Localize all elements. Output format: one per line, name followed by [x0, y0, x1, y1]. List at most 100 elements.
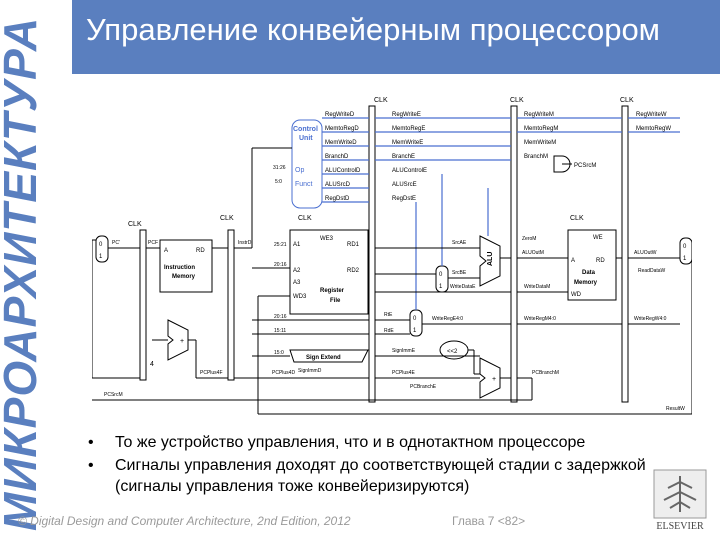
signimm-e-label: SignImmE: [392, 348, 416, 354]
mux-1: 1: [683, 256, 687, 262]
mux-1: 1: [99, 254, 103, 260]
bits-label: 20:16: [274, 314, 287, 320]
control-unit-title: Control: [293, 126, 318, 133]
writereg-m-label: WriteRegM4:0: [524, 316, 556, 322]
bullet-item: •То же устройство управления, что и в од…: [88, 434, 586, 451]
aluout-m-label: ALUOutM: [522, 250, 544, 256]
pcplus4d-label: PCPlus4D: [272, 370, 295, 376]
pc-mux: [95, 235, 109, 263]
funct-bits: 5:0: [275, 179, 282, 185]
alusrc-d: ALUSrcD: [325, 182, 351, 188]
rde-label: RdE: [384, 328, 394, 334]
instr-d-label: InstrD: [238, 240, 252, 246]
data-memory: [567, 229, 617, 301]
rf-name: Register: [320, 288, 345, 294]
regwrite-d: RegWriteD: [325, 112, 355, 118]
alu-label: ALU: [487, 252, 494, 266]
pcbranch-m-label: PCBranchM: [532, 370, 559, 376]
memtoreg-m: MemtoRegM: [524, 126, 558, 132]
clk-label: CLK: [374, 97, 388, 104]
pc-prime-label: PC': [112, 240, 120, 246]
readdata-label: ReadDataW: [638, 268, 666, 274]
sign-extend-label: Sign Extend: [306, 355, 341, 361]
adder-plus: +: [492, 376, 496, 383]
pcsrc-m-label: PCSrcM: [104, 392, 123, 398]
register-file: [289, 229, 369, 315]
writereg-w-label: WriteRegW4:0: [634, 316, 667, 322]
rf-we3: WE3: [320, 236, 334, 242]
memtoreg-d: MemtoRegD: [325, 126, 359, 132]
clk-label: CLK: [570, 215, 584, 222]
imem-rd: RD: [196, 248, 205, 254]
bits-label: 20:16: [274, 262, 287, 268]
pcplus4f-label: PCPlus4F: [200, 370, 223, 376]
four-label: 4: [150, 361, 154, 368]
branch-e: BranchE: [392, 154, 415, 160]
pcsrc-label: PCSrcM: [574, 163, 596, 169]
clk-label: CLK: [510, 97, 524, 104]
branch-adder: [479, 357, 501, 399]
result-mux: [679, 237, 692, 265]
memtoreg-e: MemtoRegE: [392, 126, 425, 132]
srca-label: SrcAE: [452, 240, 467, 246]
pipeline-register-d: [227, 229, 235, 381]
regdst-e: RegDstE: [392, 196, 416, 202]
pipeline-register-f: [139, 229, 147, 381]
rf-a1: A1: [293, 242, 301, 248]
memwrite-m: MemWriteM: [524, 140, 556, 146]
aluout-w-label: ALUOutW: [634, 250, 657, 256]
bullet-item: •Сигналы управления доходят до соответст…: [88, 457, 646, 495]
rf-a2: A2: [293, 268, 301, 274]
side-title: МИКРОАРХИТЕКТУРА: [0, 16, 46, 531]
mux-0: 0: [683, 244, 687, 250]
alucontrol-d: ALUControlD: [325, 168, 361, 174]
mux-0: 0: [99, 242, 103, 248]
srcb-label: SrcBE: [452, 270, 467, 276]
regdst-d: RegDstD: [325, 196, 350, 202]
memwrite-e: MemWriteE: [392, 140, 423, 146]
dmem-name: Memory: [574, 280, 598, 286]
pipeline-register-w: [621, 105, 629, 403]
pcplus4-adder: [167, 319, 189, 361]
alu-shape: [479, 235, 501, 287]
op-label: Op: [295, 167, 304, 174]
pipeline-register-e: [368, 105, 376, 403]
pipeline-diagram: CLK CLK CLK CLK CLK CLK CLK Control Unit…: [92, 97, 692, 415]
rte-label: RtE: [384, 312, 393, 318]
logo-text: ELSEVIER: [656, 521, 704, 532]
branch-m: BranchM: [524, 154, 548, 160]
memwrite-d: MemWriteD: [325, 140, 357, 146]
writereg-e-label: WriteRegE4:0: [432, 316, 463, 322]
mux-0: 0: [439, 272, 443, 278]
control-unit: [291, 119, 323, 209]
signimm-d-label: SignImmD: [298, 368, 322, 374]
clk-label: CLK: [298, 215, 312, 222]
op-bits: 31:26: [273, 165, 286, 171]
alusrc-e: ALUSrcE: [392, 182, 417, 188]
page-title: Управление конвейерным процессором: [86, 12, 660, 47]
regwrite-w: RegWriteW: [636, 112, 667, 118]
dmem-rd: RD: [596, 258, 605, 264]
mux-1: 1: [439, 284, 443, 290]
clk-label: CLK: [220, 215, 234, 222]
page-number: Глава 7 <82>: [452, 514, 526, 528]
clk-label: CLK: [620, 97, 634, 104]
dmem-we: WE: [593, 235, 603, 241]
mux-0: 0: [413, 316, 417, 322]
pipeline-register-m: [510, 105, 518, 403]
writedata-e-label: WriteDataE: [450, 284, 476, 290]
dmem-wd: WD: [571, 292, 582, 298]
clk-label: CLK: [128, 221, 142, 228]
bits-label: 25:21: [274, 242, 287, 248]
bits-label: 15:11: [274, 328, 286, 334]
regwrite-e: RegWriteE: [392, 112, 421, 118]
branch-and-gate: [553, 155, 571, 173]
bullet-text: То же устройство управления, что и в одн…: [115, 434, 586, 451]
bullet-list: •То же устройство управления, что и в од…: [88, 432, 688, 499]
title-bar: Управление конвейерным процессором: [72, 0, 720, 74]
dmem-name: Data: [582, 270, 596, 276]
bits-label: 15:0: [274, 350, 284, 356]
footer-copyright: © Digital Design and Computer Architectu…: [18, 514, 351, 528]
bullet-text: Сигналы управления доходят до соответств…: [115, 457, 646, 495]
shift-label: <<2: [447, 349, 458, 355]
